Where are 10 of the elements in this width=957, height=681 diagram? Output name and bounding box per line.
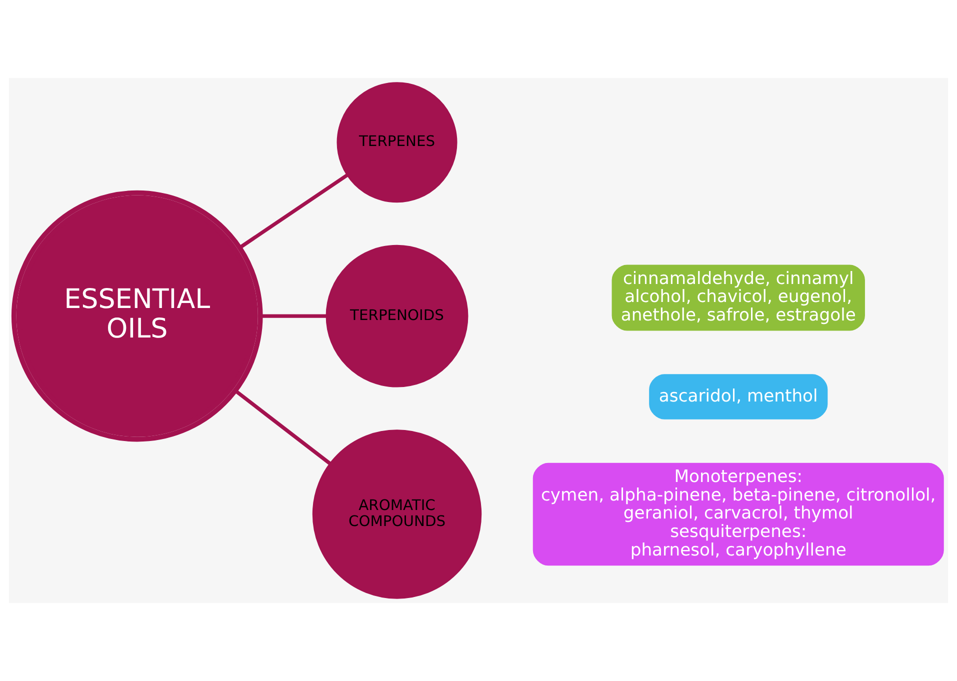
node-circle: TERPENES	[336, 82, 458, 203]
node-box: ascaridol, menthol	[649, 374, 828, 420]
node-circle: ESSENTIAL OILS	[11, 190, 263, 442]
node-circle: AROMATIC COMPOUNDS	[312, 430, 482, 599]
node-box: Monoterpenes: cymen, alpha-pinene, beta-pinene, citronollol, geraniol, carvacrol, thymol sesquiterpenes: pharnesol, caryophyllene	[532, 462, 944, 566]
node-circle: TERPENOIDS	[326, 244, 468, 388]
connector	[260, 314, 326, 318]
connector	[239, 174, 348, 249]
node-box: cinnamaldehyde, cinnamyl alcohol, chavicol, eugenol, anethole, safrole, estragole	[612, 264, 865, 331]
connector	[234, 390, 332, 465]
